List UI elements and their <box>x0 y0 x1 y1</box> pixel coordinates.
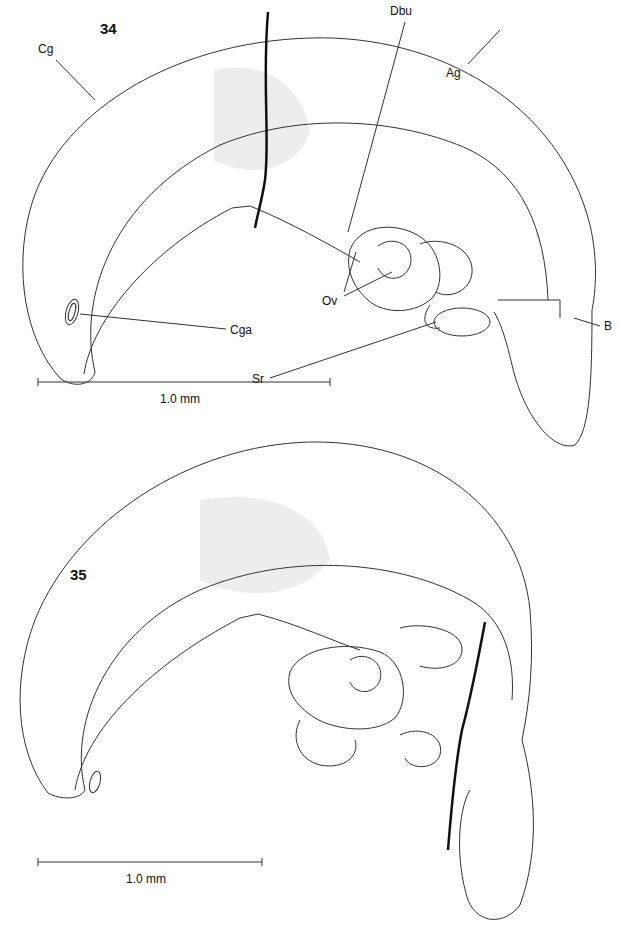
scale-label: 1.0 mm <box>126 872 166 886</box>
part-label: Cga <box>230 323 252 337</box>
figure-number: 35 <box>70 566 87 583</box>
part-label: Ov <box>322 294 337 308</box>
part-label: B <box>604 319 612 333</box>
figure-number: 34 <box>100 20 117 37</box>
part-label: Sr <box>252 372 264 386</box>
scale-label: 1.0 mm <box>160 392 200 406</box>
part-label: Ag <box>446 66 461 80</box>
reproductive-organ-figure-34 <box>23 12 600 446</box>
reproductive-organ-figure-35 <box>20 442 533 919</box>
part-label: Dbu <box>390 4 412 18</box>
part-label: Cg <box>38 42 53 56</box>
